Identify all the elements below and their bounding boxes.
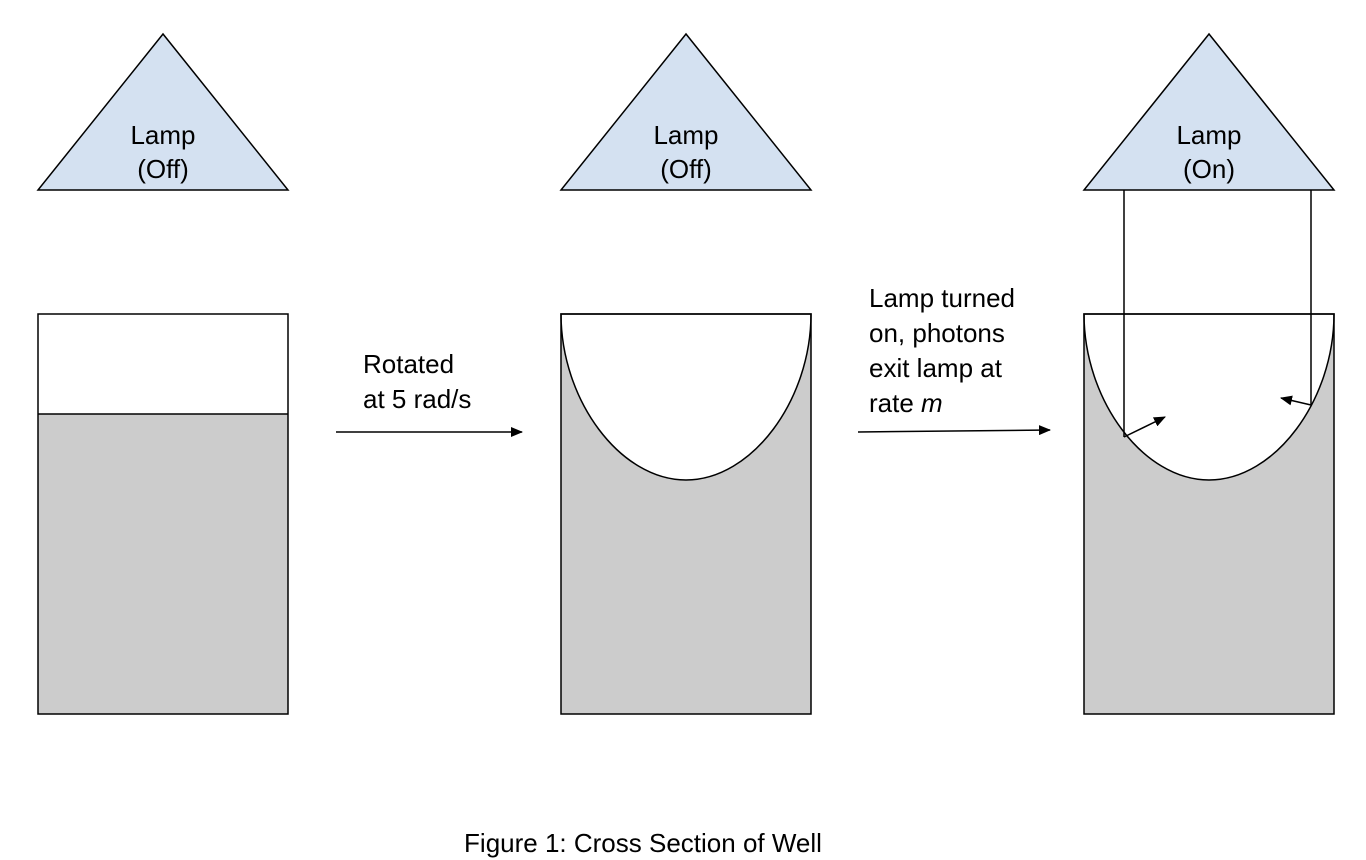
lamp-3-label-line2: (On)	[1183, 154, 1235, 184]
figure-caption: Figure 1: Cross Section of Well	[464, 828, 822, 858]
lamp-2-label-line2: (Off)	[660, 154, 712, 184]
transition-2: Lamp turned on, photons exit lamp at rat…	[857, 283, 1051, 436]
transition-2-label-line1: Lamp turned	[869, 283, 1015, 313]
lamp-1-triangle	[36, 32, 290, 191]
light-ray-right-reflected	[1280, 395, 1312, 406]
lamp-1-label-line2: (Off)	[137, 154, 189, 184]
transition-1: Rotated at 5 rad/s	[336, 349, 523, 437]
transition-2-label-line2: on, photons	[869, 318, 1005, 348]
transition-2-rate-variable: m	[921, 388, 943, 418]
well-2-outline	[560, 313, 812, 715]
transition-1-label-line1: Rotated	[363, 349, 454, 379]
lamp-2-triangle	[559, 32, 813, 191]
transition-2-rate-prefix: rate	[869, 388, 921, 418]
well-3-outline	[1083, 313, 1335, 715]
lamp-3-triangle	[1082, 32, 1336, 191]
well-3-paraboloid-surface	[1083, 313, 1335, 481]
transition-1-label-line2: at 5 rad/s	[363, 384, 471, 414]
lamp-2-label-line1: Lamp	[653, 120, 718, 150]
lamp-1-label-line1: Lamp	[130, 120, 195, 150]
lamp-3-label-line1: Lamp	[1176, 120, 1241, 150]
transition-2-label-line3: exit lamp at	[869, 353, 1003, 383]
well-2-paraboloid-surface	[560, 313, 812, 481]
transition-2-label-line4: rate m	[869, 388, 943, 418]
well-1-outline	[37, 313, 289, 715]
well-1-air	[38, 314, 288, 414]
well-1-liquid	[38, 414, 288, 714]
panel-3-lit-well: Lamp (On)	[1082, 32, 1336, 715]
transition-2-arrow	[857, 425, 1051, 436]
panel-2-rotating-well: Lamp (Off)	[559, 32, 813, 715]
light-ray-left-reflected	[1123, 416, 1166, 438]
panel-1-still-well: Lamp (Off)	[36, 32, 290, 715]
